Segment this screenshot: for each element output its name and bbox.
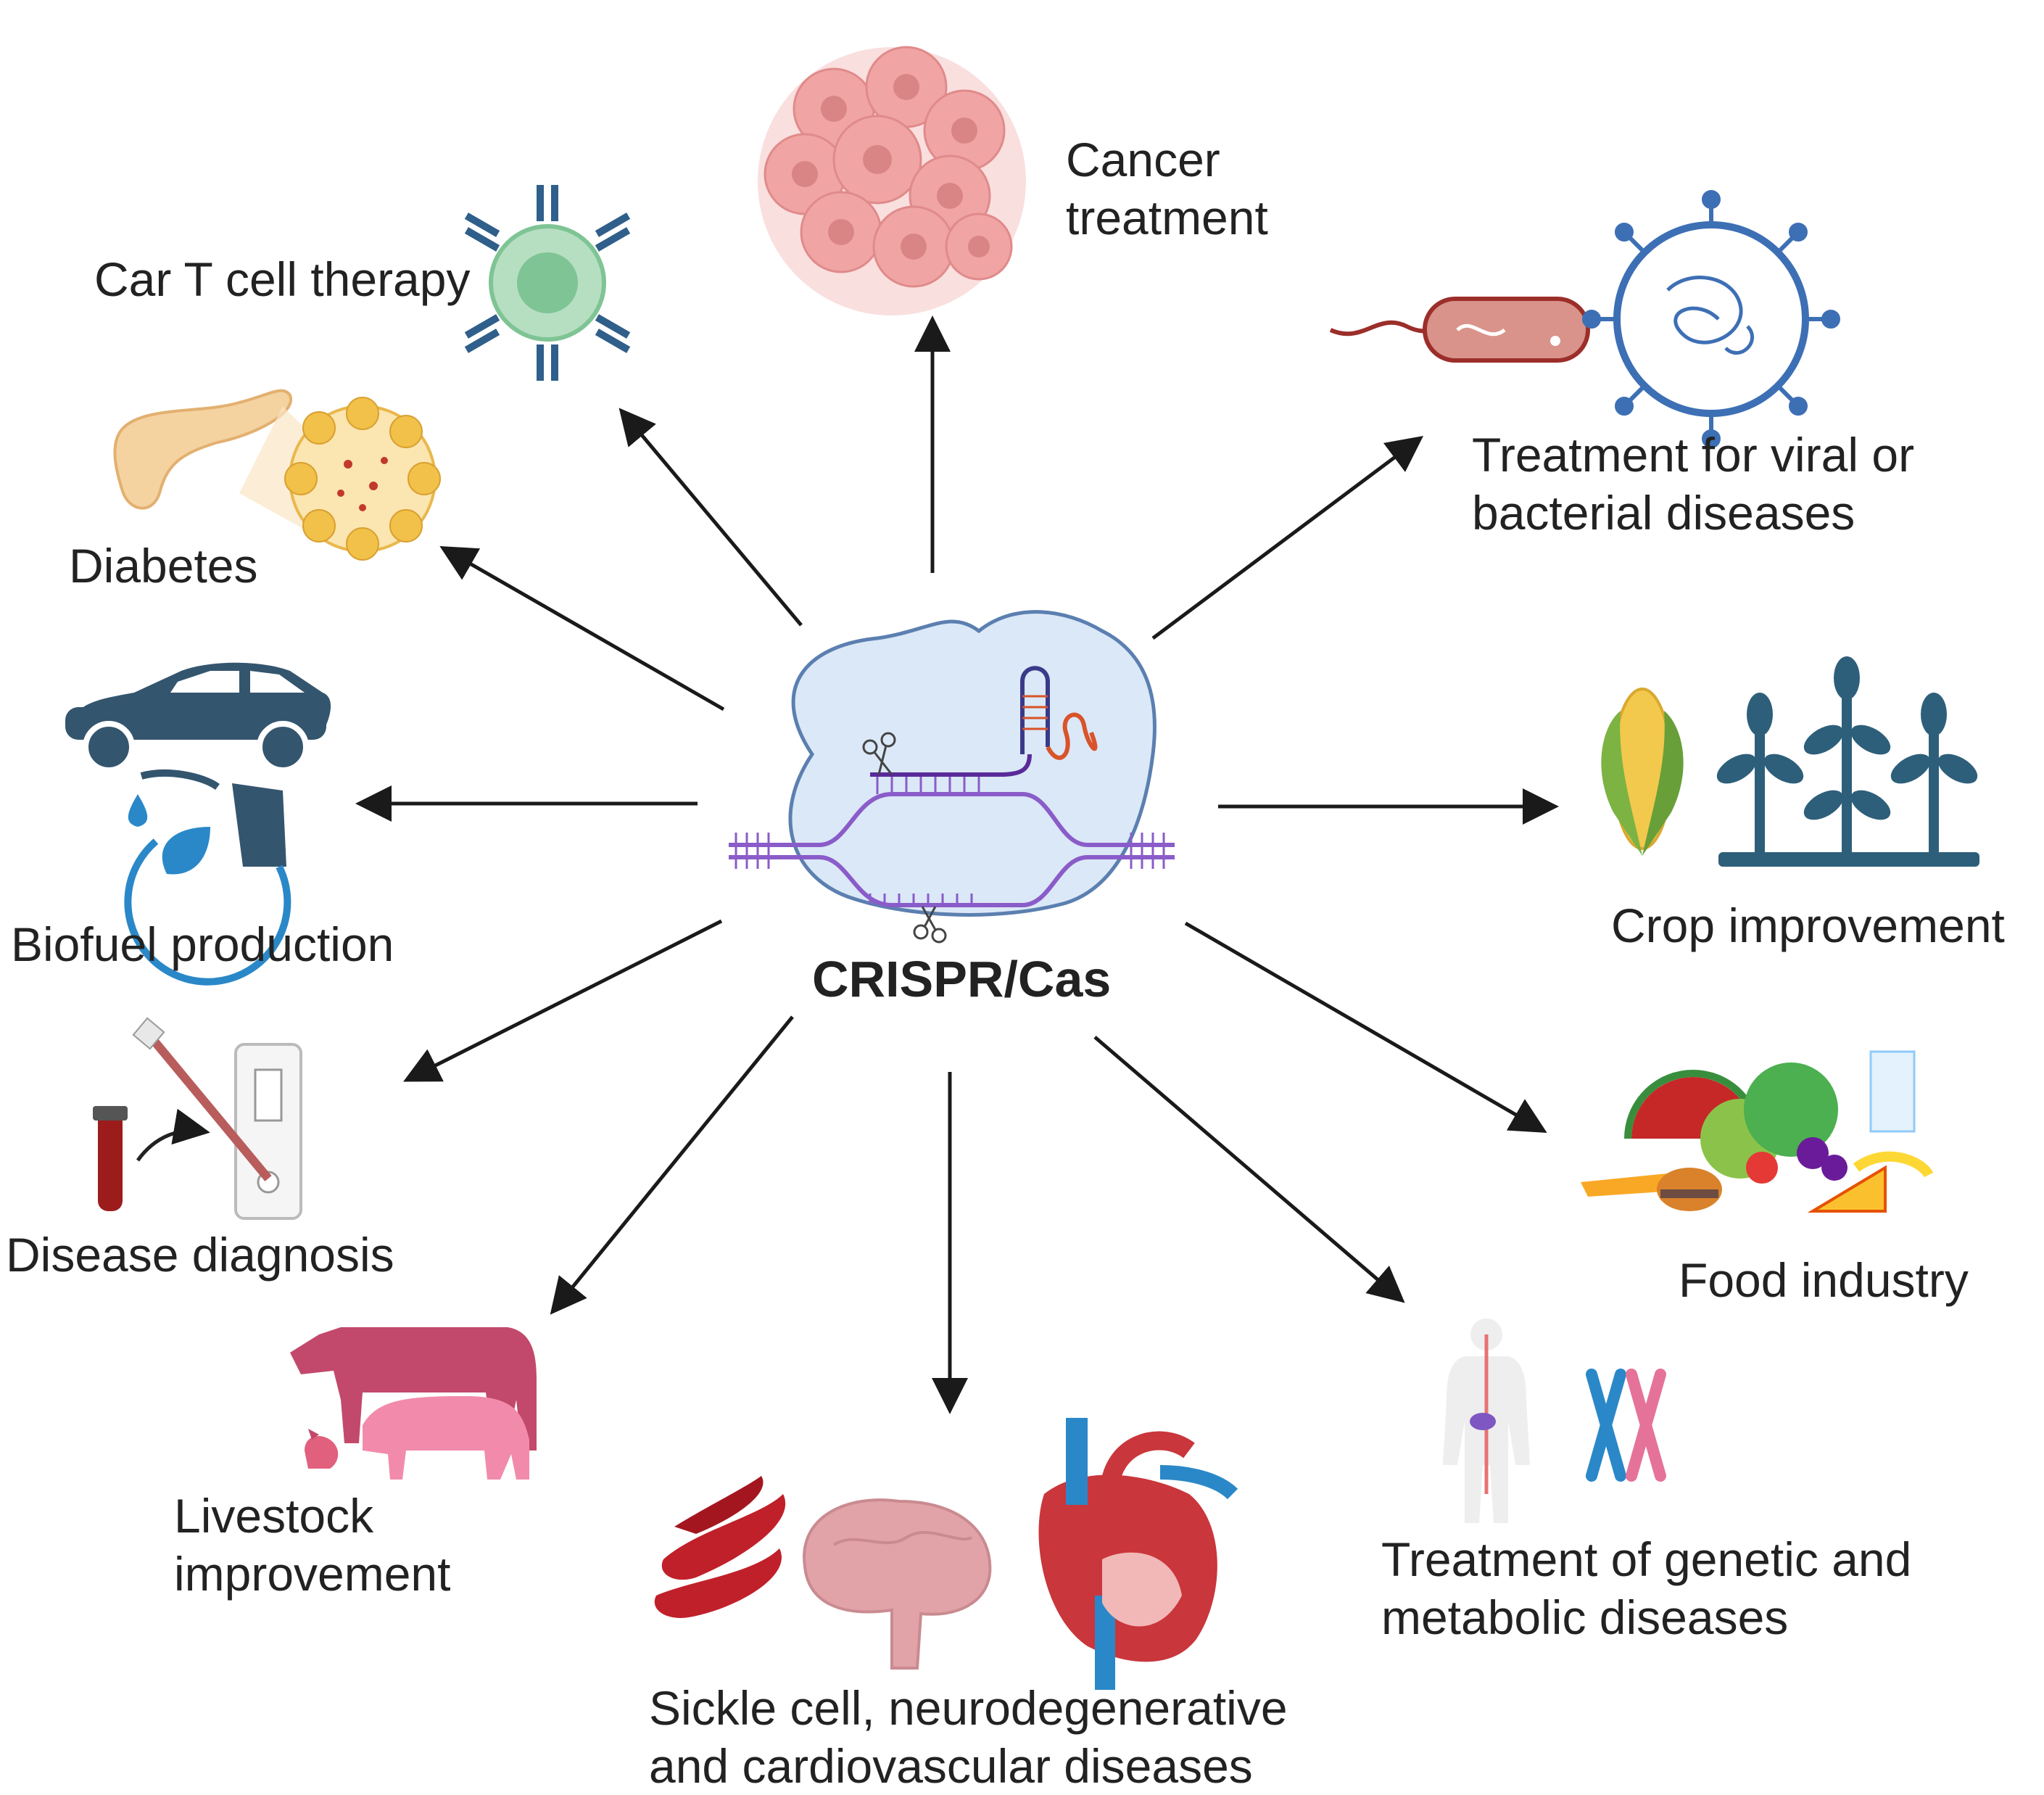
car-t-cell-therapy-label: Car T cell therapy (94, 252, 471, 306)
body-chromosome-icon (1443, 1319, 1666, 1523)
bacterium-virus-icon (1329, 190, 1840, 448)
food-industry-label: Food industry (1679, 1253, 1969, 1307)
crop-improvement-label: Crop improvement (1611, 899, 2005, 952)
rbc-brain-heart-icon (654, 1418, 1238, 1690)
disease-diagnosis-label: Disease diagnosis (6, 1228, 394, 1282)
diabetes-label: Diabetes (69, 539, 258, 593)
car-biofuel-icon (65, 662, 331, 986)
viral-bacterial-treatment-label: Treatment for viral or bacterial disease… (1472, 428, 1915, 540)
genetic-metabolic-treatment-label: Treatment of genetic and metabolic disea… (1381, 1532, 1912, 1644)
sickle-neuro-cardio-label: Sickle cell, neurodegenerative and cardi… (649, 1681, 1288, 1793)
livestock-improvement-label: Livestock improvement (174, 1489, 451, 1601)
t-cell-icon (464, 185, 631, 381)
corn-plants-icon (1601, 656, 1979, 867)
arrow-to-diabetes (439, 546, 725, 711)
cancer-treatment-label: Cancer treatment (1066, 133, 1268, 244)
pancreas-islet-icon (113, 389, 441, 561)
arrow-to-food (1184, 921, 1547, 1134)
biofuel-production-label: Biofuel production (11, 917, 394, 971)
arrows (355, 315, 1559, 1414)
arrow-to-car-t (618, 408, 803, 627)
arrow-to-livestock (550, 1015, 794, 1315)
cas9-complex-icon (729, 610, 1175, 944)
cancer-cell-cluster-icon (758, 46, 1026, 315)
crispr-cas-label: CRISPR/Cas (812, 951, 1112, 1007)
food-assortment-icon (1581, 1050, 1934, 1213)
arrow-to-genetic (1093, 1036, 1405, 1303)
cow-pig-chicken-icon (290, 1327, 537, 1480)
test-kit-icon (93, 1017, 302, 1220)
arrow-to-viral-bacterial (1151, 436, 1424, 640)
arrow-to-diagnosis (403, 919, 723, 1082)
